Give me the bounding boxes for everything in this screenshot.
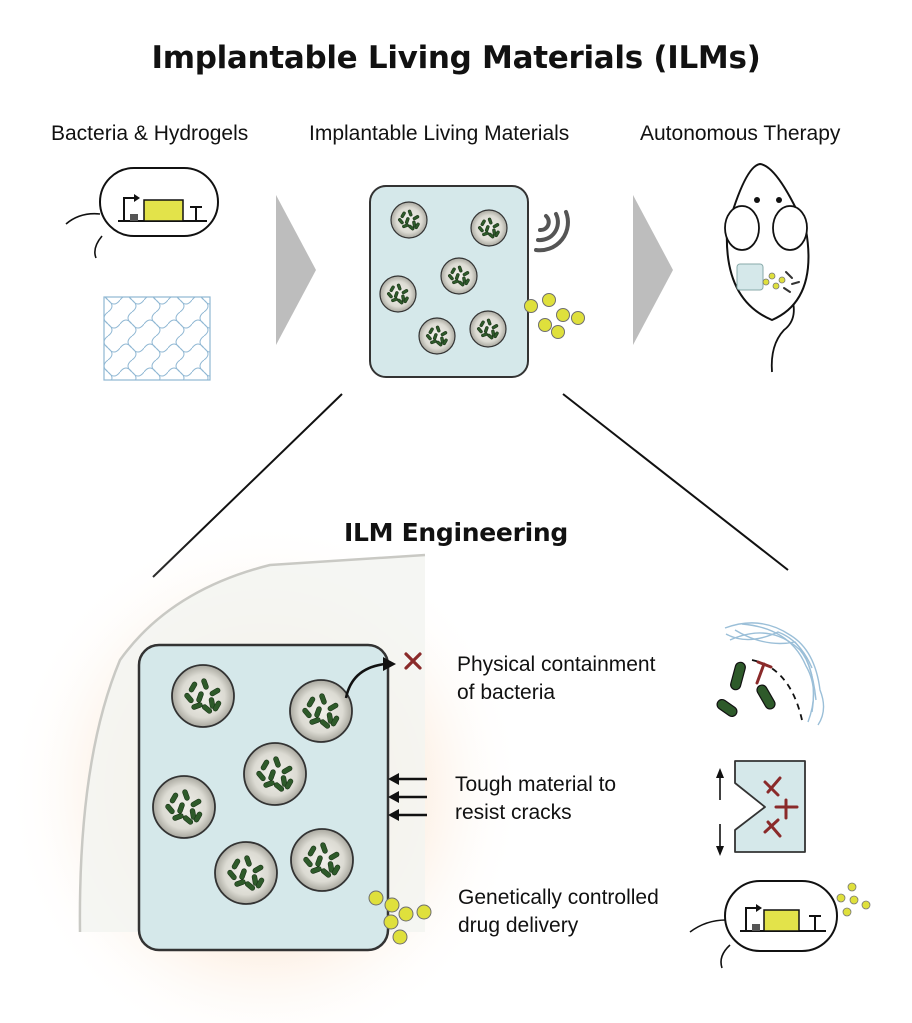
bacteria-well — [214, 841, 278, 905]
feature-containment-line2: of bacteria — [457, 681, 556, 704]
signal-waves-icon — [534, 210, 570, 253]
drug-molecule-icon — [398, 906, 414, 922]
bacteria-well — [171, 664, 235, 728]
feature-tough-material: Tough material to resist cracks — [455, 771, 616, 827]
feature-drug-delivery-line1: Genetically controlled — [458, 886, 659, 909]
drug-molecule-icon — [368, 890, 384, 906]
page-title: Implantable Living Materials (ILMs) — [151, 40, 761, 76]
chevron-arrow-icon-1 — [276, 195, 316, 345]
tissue-edge-line — [78, 553, 426, 933]
bacteria-well — [243, 742, 307, 806]
bacteria-well — [418, 317, 456, 355]
drug-molecule-icon — [524, 299, 538, 313]
mouse-icon — [724, 162, 810, 373]
gene-circuit-bacterium-icon — [689, 880, 871, 969]
bacteria-well — [289, 679, 353, 743]
feature-drug-delivery-line2: drug delivery — [458, 914, 579, 937]
bacteria-well — [469, 310, 507, 348]
drug-molecule-icon — [538, 318, 552, 332]
drug-molecule-icon — [384, 897, 400, 913]
crack-resist-icon — [716, 760, 806, 856]
drug-molecule-icon — [542, 293, 556, 307]
chevron-arrow-icon-2 — [633, 195, 673, 345]
drug-molecule-icon — [571, 311, 585, 325]
hydrogel-mesh-icon — [103, 296, 211, 381]
column-label-implantable-living-materials: Implantable Living Materials — [309, 122, 570, 145]
feature-drug-delivery: Genetically controlled drug delivery — [458, 884, 659, 940]
bacterium-cell-icon — [65, 167, 219, 259]
drug-molecule-icon — [416, 904, 432, 920]
engineering-title: ILM Engineering — [344, 518, 568, 547]
column-label-bacteria-hydrogels: Bacteria & Hydrogels — [51, 122, 249, 145]
bacteria-well — [470, 209, 508, 247]
feature-containment-line1: Physical containment — [457, 653, 656, 676]
containment-icon — [716, 622, 825, 726]
bacteria-well — [290, 828, 354, 892]
drug-molecule-icon — [551, 325, 565, 339]
drug-molecules-detail — [368, 890, 432, 945]
drug-molecule-icon — [556, 308, 570, 322]
drug-molecule-icon — [383, 914, 399, 930]
force-arrows-icon — [388, 773, 427, 821]
bacteria-well — [379, 275, 417, 313]
zoom-line-right — [562, 393, 789, 571]
bacteria-wells-detail — [152, 664, 354, 905]
drug-molecules-top — [524, 293, 585, 339]
bacteria-well — [152, 775, 216, 839]
bacteria-well — [440, 257, 478, 295]
column-label-autonomous-therapy: Autonomous Therapy — [640, 122, 841, 145]
feature-containment: Physical containment of bacteria — [457, 651, 655, 707]
drug-molecule-icon — [392, 929, 408, 945]
feature-tough-material-line2: resist cracks — [455, 801, 572, 824]
escape-arrow-icon — [344, 657, 396, 699]
bacteria-well — [390, 201, 428, 239]
bacteria-wells-top — [379, 201, 508, 355]
feature-tough-material-line1: Tough material to — [455, 773, 617, 796]
cross-icon — [404, 652, 422, 670]
